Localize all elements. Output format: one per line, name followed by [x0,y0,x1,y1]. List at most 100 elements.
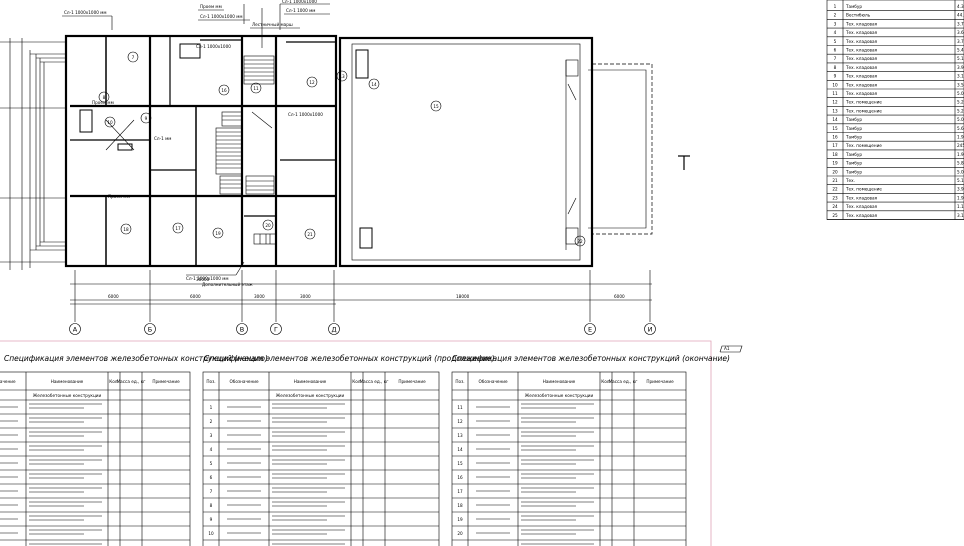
axis-marker: И [644,323,656,335]
room-marker: 14 [368,78,380,90]
room-number: 17 [175,226,181,231]
row-value: 5.2 [957,108,964,113]
row-num: 23 [832,195,838,200]
svg-text:3000: 3000 [300,294,311,299]
sheet-ref: А1 [724,346,730,351]
svg-text:Проем мм: Проем мм [92,100,114,105]
svg-text:18000: 18000 [456,294,470,299]
row-num: 15 [832,126,838,131]
spec-group: Железобетонные конструкции [33,393,102,398]
stair-label: Лестничный марш [252,22,293,27]
pos-num: 9 [210,517,213,522]
row-value: 3.7 [957,39,964,44]
row-name: Тамбур [845,169,862,174]
row-num: 18 [832,152,838,157]
pos-num: 17 [457,489,463,494]
stairs-top [243,55,275,85]
row-name: Тех. кладовая [845,74,878,79]
pos-num: 7 [210,489,213,494]
row-name: Тех. кладовая [845,213,878,218]
col-header: Кол. [352,379,362,384]
col-header: Обозначение [478,379,507,384]
stairs-middle [215,111,275,195]
row-value: 44.5 [957,13,964,18]
row-num: 17 [832,143,838,148]
row-name: Тех. кладовая [845,48,878,53]
col-header: Поз. [206,379,215,384]
room-marker: 8 [98,91,110,103]
row-name: Тех. кладовая [845,21,878,26]
axis-marker: В [236,323,248,335]
col-header: Масса ед., кг [360,379,389,384]
row-value: 5.1 [957,178,964,183]
svg-text:Сл-1 1000 мм: Сл-1 1000 мм [286,8,315,13]
col-header: Поз. [455,379,464,384]
pos-num: 13 [457,433,463,438]
svg-text:6000: 6000 [190,294,201,299]
room-marker: 19 [212,227,224,239]
room-marker: 7 [127,51,139,63]
axis-label: Б [148,326,152,334]
row-value: 5.2 [957,100,964,105]
spec-table: Спецификация элементов железобетонных ко… [451,354,730,546]
left-dimension-lines [0,38,66,270]
room-marker: 22 [574,235,586,247]
col-header: Примечание [152,379,180,384]
row-name: Тамбур [845,161,862,166]
room-marker: 21 [304,228,316,240]
row-num: 7 [834,56,837,61]
room-marker: 17 [172,222,184,234]
axis-marker: А [69,323,81,335]
row-num: 25 [832,213,838,218]
room-number: 16 [221,88,227,93]
row-num: 3 [834,21,837,26]
room-number: 22 [577,239,583,244]
row-name: Тех. кладовая [845,82,878,87]
row-name: Тех. [845,178,855,183]
pos-num: 6 [210,475,213,480]
pos-num: 14 [457,447,463,452]
room-number: 8 [103,95,106,100]
row-value: 5.6 [957,126,964,131]
pos-num: 19 [457,517,463,522]
row-value: 5.0 [957,91,964,96]
row-name: Тамбур [845,152,862,157]
row-name: Тех. кладовая [845,204,878,209]
row-name: Тамбур [845,4,862,9]
axis-label: В [240,326,244,334]
room-number: 21 [307,232,313,237]
svg-text:Сл-1 мм: Сл-1 мм [154,136,171,141]
row-name: Тех. кладовая [845,39,878,44]
room-number: 15 [433,104,439,109]
row-value: 5.4 [957,48,964,53]
pos-num: 11 [457,405,463,410]
row-name: Вестибюль [846,13,871,18]
bottom-note: Дополнительный этаж [202,282,253,287]
pos-num: 4 [210,447,213,452]
room-number: 18 [123,227,129,232]
row-value: 5.0 [957,169,964,174]
axis-marker: Г [270,323,282,335]
room-marker: 18 [120,223,132,235]
room-number: 14 [371,82,377,87]
floor-plan: Сл-1 1000х1000 мм Проем мм Сл-1 1000х100… [0,0,690,335]
axis-label: И [648,326,653,334]
row-name: Тамбур [845,126,862,131]
room-marker: 9 [140,112,152,124]
row-name: Тех. кладовая [845,195,878,200]
col-header: Наименование [543,379,576,384]
row-name: Тех. кладовая [845,30,878,35]
spec-table: Спецификация элементов железобетонных ко… [202,354,495,546]
row-num: 21 [832,178,838,183]
